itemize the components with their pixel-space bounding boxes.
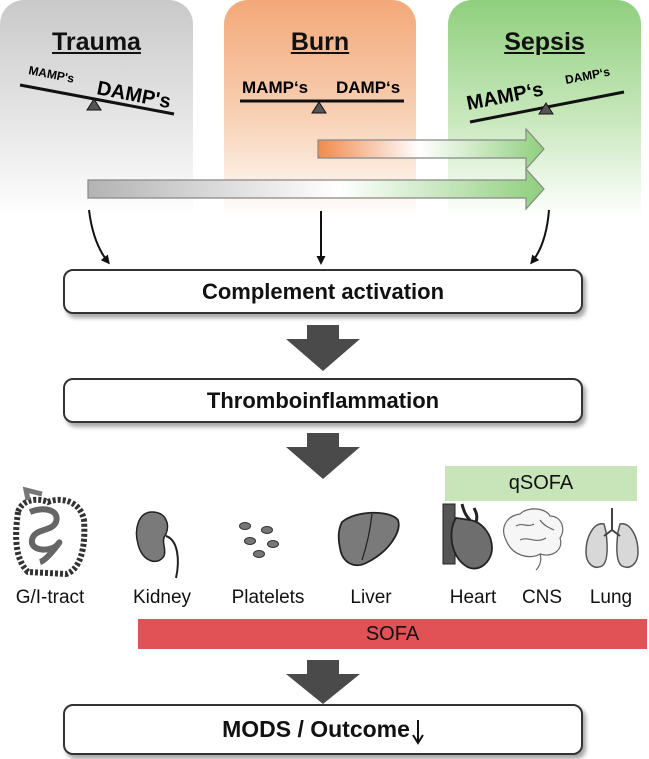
flow-arrow-2 (286, 433, 360, 479)
sepsis-balance: MAMP‘s DAMP‘s (465, 64, 625, 124)
burn-title: Burn (290, 28, 350, 56)
heart-icon (442, 503, 493, 570)
organ-label-lung: Lung (589, 587, 633, 608)
organ-label-cns: CNS (521, 587, 563, 608)
mods-outcome-box: MODS / Outcome (63, 704, 583, 755)
sepsis-damp-label: DAMP‘s (564, 64, 611, 86)
lung-icon (585, 508, 639, 568)
trauma-to-sepsis-arrow (87, 167, 545, 211)
burn-damp-label: DAMP‘s (336, 78, 400, 97)
trauma-title: Trauma (52, 28, 141, 56)
organ-label-liver: Liver (350, 587, 392, 608)
trauma-fulcrum (86, 98, 102, 111)
organ-label-heart: Heart (449, 587, 497, 608)
flow-arrow-3 (286, 660, 360, 704)
burn-balance: MAMP‘s DAMP‘s (240, 78, 404, 114)
complement-activation-box: Complement activation (63, 269, 583, 314)
trauma-mamp-label: MAMP's (27, 63, 75, 86)
sofa-bar: SOFA (138, 619, 647, 649)
thromboinflammation-box: Thromboinflammation (63, 378, 583, 423)
qsofa-bar: qSOFA (445, 466, 637, 501)
brain-icon (503, 508, 564, 571)
trauma-connector-arrow (88, 209, 110, 265)
trauma-balance: MAMP's DAMP's (19, 63, 175, 116)
platelets-icon (239, 522, 279, 558)
kidney-icon (135, 511, 179, 579)
burn-fulcrum (311, 101, 327, 114)
flow-arrow-1 (286, 325, 360, 371)
sepsis-connector-arrow (530, 209, 550, 265)
trauma-balance-beam (19, 83, 175, 116)
mods-outcome-label: MODS / Outcome (222, 716, 410, 742)
gi-tract-icon (13, 486, 88, 578)
sepsis-fulcrum (538, 102, 554, 115)
organ-label-kidney: Kidney (132, 587, 192, 608)
liver-icon (337, 511, 400, 567)
burn-mamp-label: MAMP‘s (242, 78, 308, 97)
organ-label-platelets: Platelets (231, 587, 305, 608)
organ-label-gi-tract: G/I-tract (15, 587, 85, 608)
down-arrow-icon (412, 720, 424, 745)
sepsis-title: Sepsis (504, 28, 585, 56)
burn-to-sepsis-arrow (317, 127, 545, 171)
